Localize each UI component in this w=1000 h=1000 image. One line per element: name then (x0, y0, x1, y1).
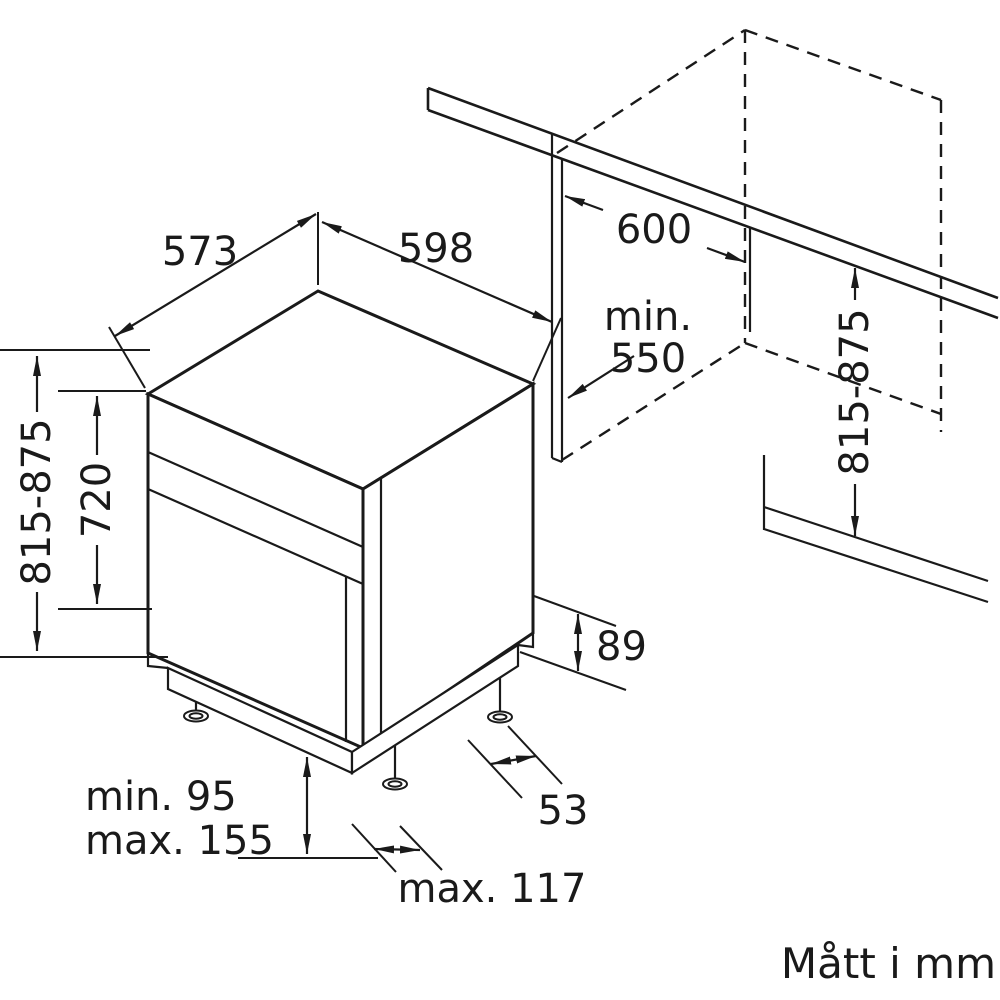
dim-label-550: 550 (610, 336, 686, 382)
niche-outline-dashed (556, 28, 943, 462)
dim-label-573: 573 (162, 229, 238, 275)
dishwasher (144, 289, 537, 791)
dim-label-feet-max: max. 155 (85, 818, 274, 864)
dim-niche-depth-550: min. 550 (567, 294, 692, 399)
countertop (426, 86, 999, 320)
plinth (146, 633, 535, 776)
control-panel-line (147, 450, 364, 549)
control-panel-line (147, 487, 364, 586)
dim-overall-height: 815-875 (0, 349, 168, 658)
dim-top-width-598: 598 (317, 212, 562, 382)
foot (387, 780, 403, 788)
dim-label-117: max. 117 (398, 866, 587, 912)
dim-niche-height: 815-875 (832, 268, 878, 536)
dim-label-min: min. (604, 294, 692, 340)
dim-label-overall-height: 815-875 (14, 418, 60, 585)
dim-label-89: 89 (596, 624, 647, 670)
dim-plinth-step-89: 89 (519, 595, 647, 691)
niche-wall (550, 134, 752, 464)
dim-side-offset-53: 53 (467, 725, 589, 834)
dim-label-598: 598 (398, 226, 474, 272)
foot (492, 713, 508, 721)
dim-niche-width-600: 600 (564, 194, 746, 264)
dim-top-depth-573: 573 (108, 213, 317, 389)
dim-label-niche-height: 815-875 (832, 308, 878, 475)
dim-feet-adjustment: min. 95 max. 155 (85, 757, 378, 864)
dim-label-600: 600 (616, 207, 692, 253)
niche-floor (762, 455, 989, 604)
dim-label-720: 720 (74, 462, 120, 538)
dim-base-recess-117: max. 117 (351, 823, 587, 912)
dim-door-height-720: 720 (58, 390, 152, 610)
adjustable-feet (183, 678, 513, 791)
foot (188, 712, 204, 720)
dim-label-feet-min: min. 95 (85, 774, 237, 820)
dim-label-53: 53 (538, 788, 589, 834)
units-note: Mått i mm (781, 939, 996, 988)
